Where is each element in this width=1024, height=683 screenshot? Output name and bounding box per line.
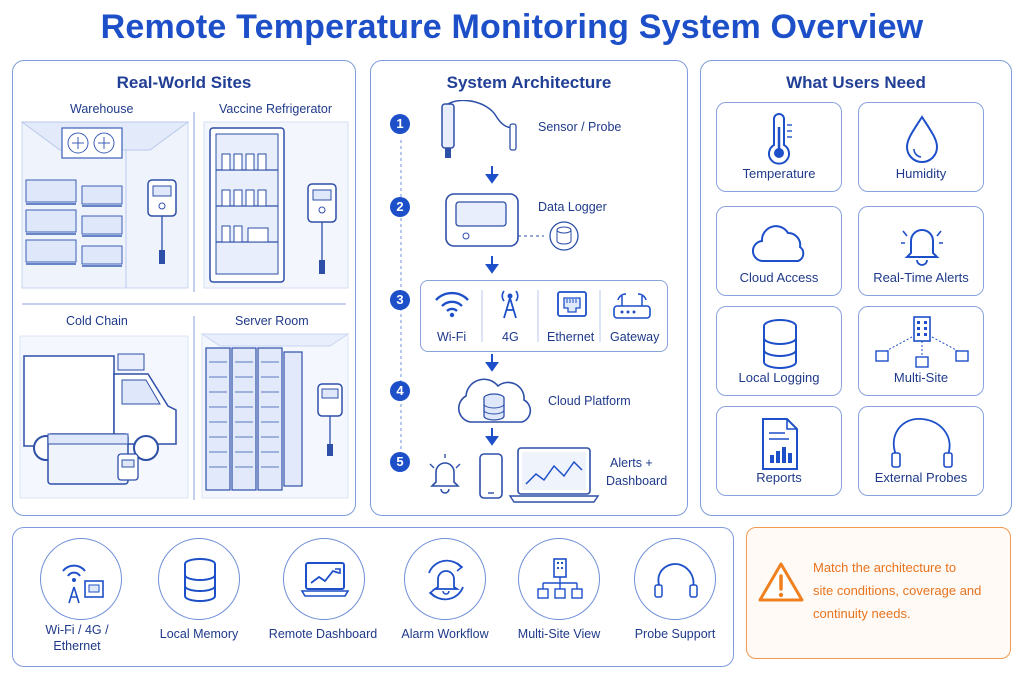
arrow-2: [485, 256, 499, 274]
step-2-badge: 2: [390, 197, 410, 217]
ethernet-label: Ethernet: [547, 330, 595, 344]
feature-label-line2: Ethernet: [53, 639, 101, 653]
multi-site-icon: [875, 316, 969, 368]
step-3-badge: 3: [390, 290, 410, 310]
feature-label-remote-dashboard: Remote Dashboard: [268, 627, 378, 641]
arrow-4: [485, 428, 499, 446]
vaccine-label: Vaccine Refrigerator: [219, 102, 333, 116]
feature-multi-site-circle: [518, 538, 600, 620]
note-line1: Match the architecture to: [813, 560, 957, 575]
note-text: Match the architecture to site condition…: [813, 556, 1003, 625]
cell-tower-icon: [501, 290, 519, 319]
features-panel: [12, 527, 734, 667]
wifi-icon: [435, 291, 469, 318]
ethernet-icon: [557, 291, 587, 317]
architecture-note: Match the architecture to site condition…: [746, 527, 1011, 659]
architecture-panel: System Architecture: [370, 60, 688, 516]
warehouse-illustration: [20, 121, 190, 289]
logger-label: Data Logger: [538, 200, 607, 214]
database-icon: [763, 319, 797, 369]
connectivity-box: [420, 280, 668, 352]
report-document-icon: [762, 418, 798, 470]
probe-cable-icon: [891, 418, 953, 468]
wifi-label: Wi-Fi: [437, 330, 467, 344]
need-label: External Probes: [874, 470, 968, 485]
feature-label-alarm-workflow: Alarm Workflow: [401, 627, 489, 641]
feature-label-line1: Wi-Fi / 4G /: [45, 623, 109, 637]
vaccine-fridge-illustration: [203, 121, 349, 289]
need-label: Multi-Site: [893, 370, 949, 385]
warehouse-label: Warehouse: [70, 102, 134, 116]
cold-chain-illustration: [19, 335, 189, 499]
water-drop-icon: [905, 115, 939, 163]
arrow-1: [485, 166, 499, 184]
need-card-real-time-alerts: Real-Time Alerts: [858, 206, 984, 296]
page-title: Remote Temperature Monitoring System Ove…: [100, 8, 924, 46]
bell-icon: [901, 229, 943, 266]
need-label: Cloud Access: [739, 270, 819, 285]
need-label: Temperature: [742, 166, 816, 181]
need-card-humidity: Humidity: [858, 102, 984, 192]
need-card-cloud-access: Cloud Access: [716, 206, 842, 296]
gateway-label: Gateway: [610, 330, 660, 344]
feature-alarm-workflow-circle: [404, 538, 486, 620]
feature-label-multi-site: Multi-Site View: [517, 627, 601, 641]
sensor-label: Sensor / Probe: [538, 120, 622, 134]
warning-icon: [758, 562, 804, 602]
connectivity-icon: [62, 564, 104, 604]
alert-bell-icon: [429, 454, 461, 494]
cold-chain-label: Cold Chain: [66, 314, 128, 328]
need-card-temperature: Temperature: [716, 102, 842, 192]
server-room-label: Server Room: [235, 314, 309, 328]
step-4-badge: 4: [390, 381, 410, 401]
server-room-illustration: [200, 333, 350, 499]
sites-dividers: [22, 112, 346, 500]
need-card-external-probes: External Probes: [858, 406, 984, 496]
feature-remote-dashboard-circle: [283, 538, 365, 620]
laptop-dashboard-icon: [508, 447, 600, 503]
arrow-3: [485, 354, 499, 372]
data-logger-icon: [445, 193, 579, 251]
feature-connectivity-circle: [40, 538, 122, 620]
note-line2: site conditions, coverage and: [813, 583, 982, 598]
need-card-multi-site: Multi-Site: [858, 306, 984, 396]
needs-heading: What Users Need: [786, 73, 926, 92]
need-card-reports: Reports: [716, 406, 842, 496]
feature-local-memory-circle: [158, 538, 240, 620]
cell-4g-label: 4G: [502, 330, 519, 344]
laptop-chart-icon: [300, 562, 350, 597]
need-label: Real-Time Alerts: [873, 270, 969, 285]
connectivity-dividers: [481, 290, 601, 342]
feature-label-connectivity: Wi-Fi / 4G / Ethernet: [12, 622, 142, 654]
alarm-cycle-icon: [428, 559, 464, 601]
step-5-badge: 5: [390, 452, 410, 472]
architecture-heading: System Architecture: [446, 73, 612, 92]
probe-icon: [441, 100, 517, 158]
cloud-label: Cloud Platform: [548, 394, 631, 408]
thermometer-icon: [768, 113, 792, 165]
need-label: Humidity: [895, 166, 947, 181]
need-label: Reports: [756, 470, 802, 485]
feature-label-probe-support: Probe Support: [634, 627, 716, 641]
cloud-platform-icon: [457, 378, 532, 423]
sites-heading: Real-World Sites: [116, 73, 252, 92]
feature-probe-support-circle: [634, 538, 716, 620]
note-line3: continuity needs.: [813, 606, 911, 621]
gateway-icon: [613, 293, 651, 319]
feature-label-local-memory: Local Memory: [159, 627, 239, 641]
cloud-icon: [752, 225, 805, 263]
multi-site-icon: [537, 558, 583, 599]
smartphone-icon: [479, 453, 503, 499]
step-1-badge: 1: [390, 114, 410, 134]
need-card-local-logging: Local Logging: [716, 306, 842, 396]
need-label: Local Logging: [738, 370, 820, 385]
database-icon: [184, 558, 216, 602]
alerts-label-line1: Alerts +: [610, 456, 653, 470]
alerts-label-line2: Dashboard: [606, 474, 668, 488]
probe-cable-icon: [654, 563, 698, 598]
